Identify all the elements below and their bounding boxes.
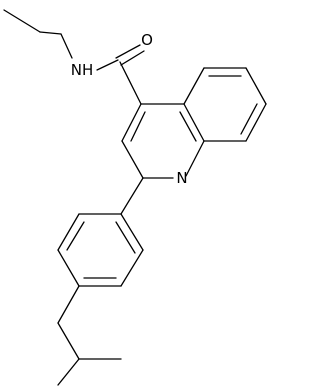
bond-ph4-ch2 <box>57 285 80 324</box>
bond-propyl-2 <box>39 31 62 35</box>
atom-label-oxygen: O <box>141 31 153 49</box>
bond-n1-c8a <box>185 140 205 177</box>
bond-amide-c4 <box>119 61 142 105</box>
bond-c7-c8 <box>245 103 267 142</box>
bond-c8a-c4a <box>183 103 205 142</box>
bond-c4-c3-inner <box>130 111 146 142</box>
atom-labels: O NH N <box>71 31 188 187</box>
bonds <box>3 9 267 386</box>
bond-c8a-c4a-inner <box>179 111 197 142</box>
bond-amide-nc <box>96 59 119 71</box>
structure-diagram: O NH N <box>3 9 267 386</box>
bond-ph5-ph6-inner <box>66 221 85 251</box>
bond-propyl-3 <box>60 33 73 59</box>
bond-ph4-ph5 <box>57 249 80 287</box>
bond-ch2-ch <box>57 322 80 360</box>
bond-ph5-ph6 <box>57 213 80 251</box>
bond-ph2-ph3 <box>120 249 144 287</box>
bond-ch-ch3b <box>57 358 80 386</box>
bond-ph1-ph2 <box>120 213 144 251</box>
atom-label-ring-nitrogen: N <box>176 169 187 187</box>
bond-carbonyl-a <box>115 44 141 59</box>
bond-c4-c3 <box>121 103 142 142</box>
bond-carbonyl-b <box>120 50 145 66</box>
bond-c6-c7 <box>245 67 267 105</box>
bond-c2-phenyl <box>120 177 144 215</box>
bond-propyl-1 <box>3 9 41 33</box>
bond-c7-c8-inner <box>240 103 258 135</box>
atom-label-amide-nitrogen: NH <box>71 61 94 79</box>
bond-ph1-ph2-inner <box>115 221 136 254</box>
bond-c4a-c5 <box>183 67 205 105</box>
bond-c3-c2 <box>121 140 144 179</box>
